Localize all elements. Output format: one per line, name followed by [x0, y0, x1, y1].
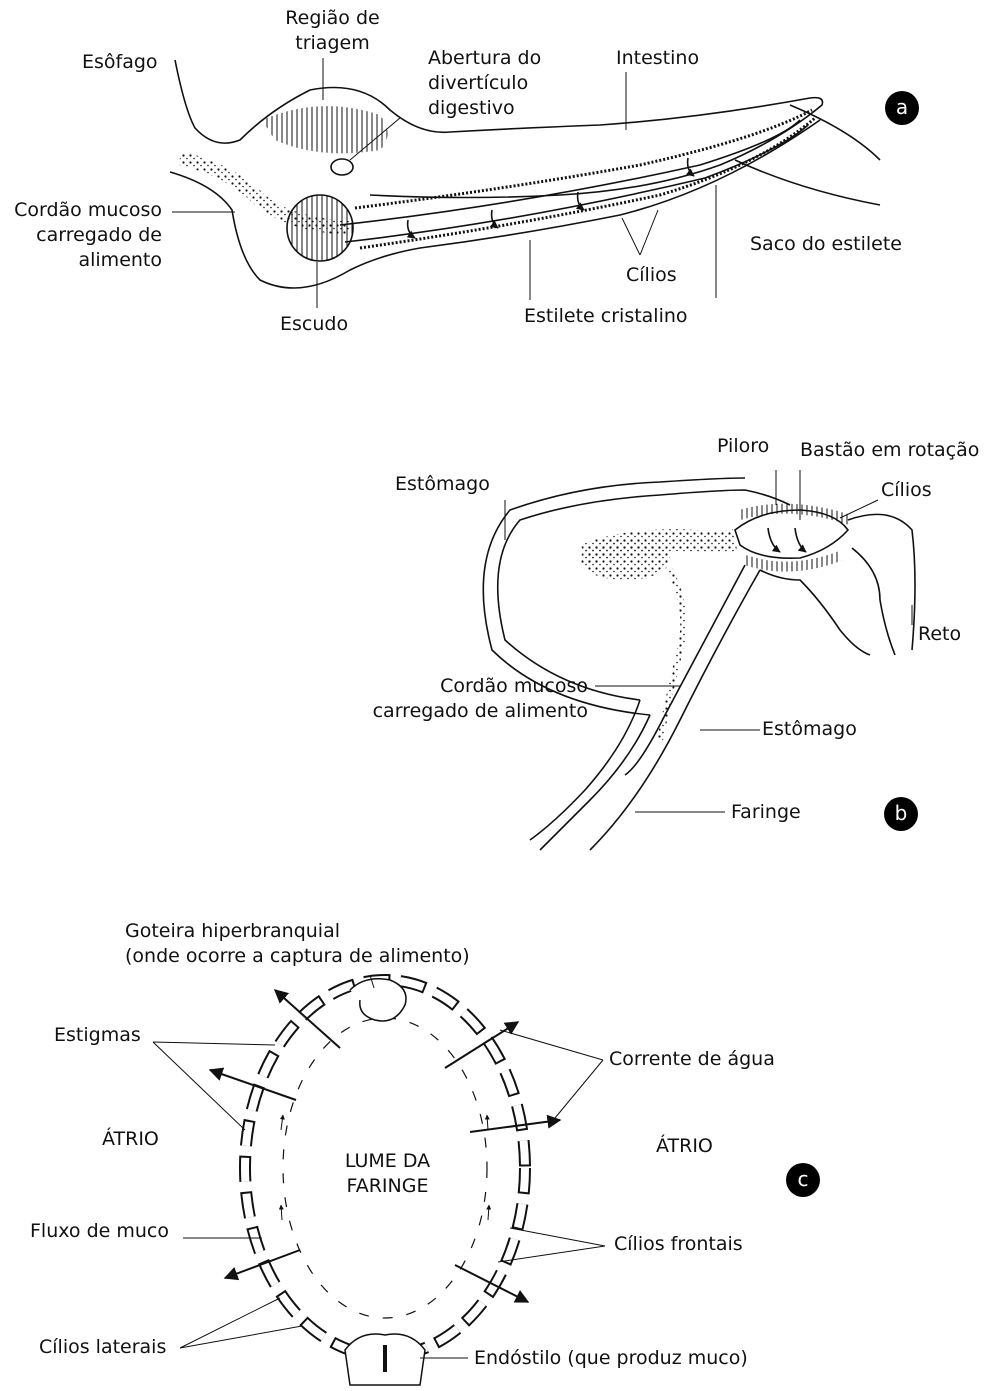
label-bastao-em-rotacao: Bastão em rotação — [800, 438, 979, 463]
label-faringe: Faringe — [731, 800, 801, 825]
label-cilios-frontais: Cílios frontais — [614, 1232, 743, 1257]
label-regiao-de-triagem: Região de triagem — [270, 6, 395, 56]
label-cilios-b: Cílios — [881, 478, 932, 503]
label-cilios-a: Cílios — [626, 263, 677, 288]
label-intestino: Intestino — [616, 46, 699, 71]
label-saco-do-estilete: Saco do estilete — [750, 232, 902, 257]
panel-badge-c: c — [786, 1163, 820, 1197]
label-piloro: Piloro — [717, 434, 769, 459]
panel-b-drawing — [483, 470, 915, 850]
label-atrio-left: ÁTRIO — [102, 1127, 159, 1152]
label-fluxo-de-muco: Fluxo de muco — [30, 1219, 169, 1244]
label-abertura-diverticulo: Abertura do divertículo digestivo — [428, 46, 541, 121]
label-estilete-cristalino: Estilete cristalino — [524, 304, 688, 329]
label-esofago: Esôfago — [82, 50, 158, 75]
label-escudo: Escudo — [280, 312, 348, 337]
label-estomago-bottom: Estômago — [762, 717, 857, 742]
label-goteira-hiperbranquial: Goteira hiperbranquial (onde ocorre a ca… — [125, 919, 470, 969]
label-cordao-mucoso-a: Cordão mucoso carregado de alimento — [2, 198, 162, 273]
panel-badge-b: b — [884, 797, 918, 831]
label-cilios-laterais: Cílios laterais — [39, 1335, 166, 1360]
panel-badge-a: a — [885, 91, 919, 125]
label-reto: Reto — [918, 622, 961, 647]
label-endostilo: Endóstilo (que produz muco) — [474, 1346, 748, 1371]
label-atrio-right: ÁTRIO — [656, 1134, 713, 1159]
label-lume-da-faringe: LUME DA FARINGE — [325, 1149, 450, 1199]
label-estigmas: Estigmas — [54, 1023, 141, 1048]
label-cordao-mucoso-b: Cordão mucoso carregado de alimento — [355, 674, 588, 724]
label-estomago-top: Estômago — [395, 472, 490, 497]
label-corrente-de-agua: Corrente de água — [609, 1047, 775, 1072]
